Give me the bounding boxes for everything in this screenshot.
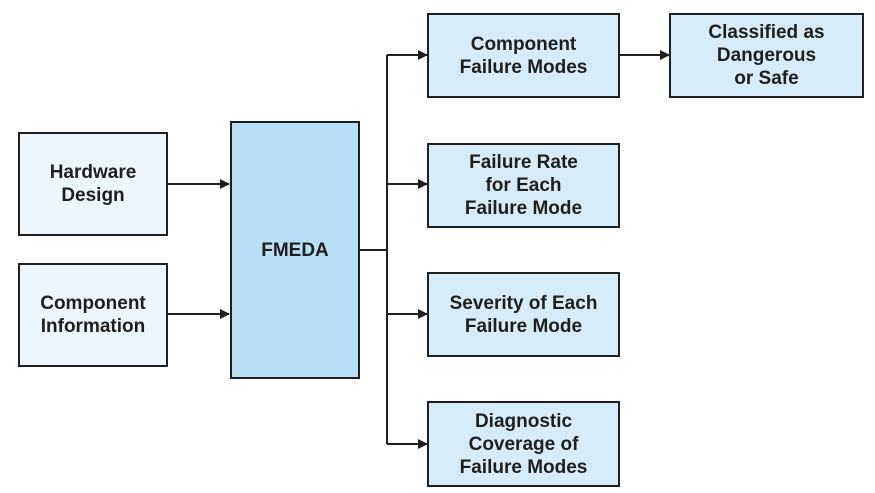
classification-label: Classified as Dangerous or Safe [708,22,825,89]
severity-label: Severity of Each Failure Mode [449,292,598,337]
severity-box: Severity of Each Failure Mode [427,272,620,357]
fmeda-box: FMEDA [230,121,360,379]
diagnostic-coverage-box: Diagnostic Coverage of Failure Modes [427,401,620,487]
hardware-design-label: Hardware Design [49,162,137,206]
component-failure-modes-label: Component Failure Modes [459,33,588,78]
component-information-label: Component Information [40,293,146,337]
diagnostic-coverage-label: Diagnostic Coverage of Failure Modes [459,410,588,478]
fmeda-label: FMEDA [261,239,329,261]
component-failure-modes-box: Component Failure Modes [427,13,620,98]
failure-rate-label: Failure Rate for Each Failure Mode [464,152,583,219]
failure-rate-box: Failure Rate for Each Failure Mode [427,143,620,228]
hardware-design-box: Hardware Design [18,132,168,236]
component-information-box: Component Information [18,263,168,367]
classification-box: Classified as Dangerous or Safe [669,13,864,98]
